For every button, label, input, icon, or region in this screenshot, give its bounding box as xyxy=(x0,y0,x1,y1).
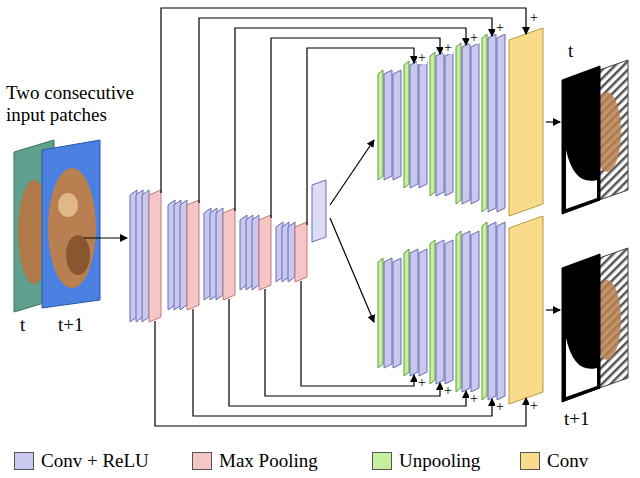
conv-relu-layer xyxy=(419,61,427,188)
input-patch-picture xyxy=(66,235,90,275)
skip-connection xyxy=(307,48,414,225)
sum-symbol: + xyxy=(443,384,453,397)
conv-relu-layer xyxy=(445,52,453,196)
sum-symbol: + xyxy=(469,392,479,405)
conv-relu-layer xyxy=(488,222,496,400)
legend-text: Conv xyxy=(547,450,588,472)
unpooling-layer xyxy=(456,43,461,204)
conv-relu-layer xyxy=(497,222,505,400)
conv-relu-layer xyxy=(180,200,187,310)
legend-swatch xyxy=(372,452,392,470)
time-label: t xyxy=(20,314,25,336)
max-pooling-layer xyxy=(149,190,161,322)
mask xyxy=(562,254,600,402)
skip-connection xyxy=(235,28,466,211)
branch-arrow xyxy=(330,140,374,205)
skip-connection xyxy=(161,8,526,193)
output-arrow xyxy=(546,121,560,122)
conv-relu-layer xyxy=(471,43,479,204)
sum-symbol: + xyxy=(529,11,539,24)
skip-connection xyxy=(155,321,526,426)
legend-text: Conv + ReLU xyxy=(41,450,149,472)
legend-text: Unpooling xyxy=(399,450,480,472)
conv-relu-layer xyxy=(142,190,149,322)
conv-relu-layer xyxy=(462,231,470,392)
unpooling-layer xyxy=(404,249,409,376)
skip-connection xyxy=(199,18,492,203)
conv-relu-layer xyxy=(393,258,401,368)
unpooling-layer xyxy=(378,258,383,368)
sum-symbol: + xyxy=(495,21,505,34)
sum-symbol: + xyxy=(529,399,539,412)
mask xyxy=(562,66,600,214)
time-label: t+1 xyxy=(564,408,590,430)
sum-symbol: + xyxy=(495,400,505,413)
max-pooling-layer xyxy=(223,208,235,300)
input-patch xyxy=(42,140,100,308)
conv-relu-layer xyxy=(488,34,496,212)
max-pooling-layer xyxy=(295,222,307,282)
conv-relu-layer xyxy=(216,208,223,300)
mask-region xyxy=(566,150,597,209)
time-label: t xyxy=(568,40,573,62)
time-label: t+1 xyxy=(58,314,84,336)
sum-symbol: + xyxy=(417,51,427,64)
unpooling-layer xyxy=(456,231,461,392)
conv-layer xyxy=(509,216,543,404)
sum-symbol: + xyxy=(469,31,479,44)
unpooling-layer xyxy=(378,70,383,180)
legend-swatch xyxy=(14,452,34,470)
output-arrow xyxy=(546,309,560,310)
skip-connection xyxy=(301,281,414,386)
max-pooling-layer xyxy=(259,215,271,290)
conv-relu-layer xyxy=(393,70,401,180)
branch-arrow xyxy=(330,218,374,322)
conv-relu-layer xyxy=(462,43,470,204)
legend-text: Max Pooling xyxy=(219,450,318,472)
unpooling-layer xyxy=(430,240,435,384)
input-patch-picture xyxy=(58,193,78,217)
conv-relu-layer xyxy=(497,34,505,212)
conv-relu-layer xyxy=(445,240,453,384)
max-pooling-layer xyxy=(187,200,199,310)
unpooling-layer xyxy=(482,222,487,400)
conv-relu-layer xyxy=(384,70,392,180)
input-caption: Two consecutive input patches xyxy=(6,82,156,126)
conv-relu-layer xyxy=(410,61,418,188)
legend-swatch xyxy=(192,452,212,470)
input-patch-picture xyxy=(48,168,96,288)
input-arrow xyxy=(84,237,127,238)
sum-symbol: + xyxy=(443,41,453,54)
conv-relu-layer xyxy=(288,222,295,282)
conv-relu-layer xyxy=(410,249,418,376)
unpooling-layer xyxy=(430,52,435,196)
unpooling-layer xyxy=(482,34,487,212)
skip-connection xyxy=(271,38,440,218)
conv-layer xyxy=(509,28,543,216)
skip-connection xyxy=(229,299,466,406)
conv-relu-layer xyxy=(436,240,444,384)
mask-region xyxy=(566,338,597,397)
skip-connection xyxy=(193,309,492,416)
conv-relu-layer xyxy=(436,52,444,196)
sum-symbol: + xyxy=(417,376,427,389)
conv-relu-layer xyxy=(471,231,479,392)
skip-connection xyxy=(265,289,440,396)
conv-relu-layer xyxy=(419,249,427,376)
conv-relu-layer xyxy=(312,180,326,242)
conv-relu-layer xyxy=(252,215,259,290)
unpooling-layer xyxy=(404,61,409,188)
conv-relu-layer xyxy=(384,258,392,368)
legend-swatch xyxy=(520,452,540,470)
